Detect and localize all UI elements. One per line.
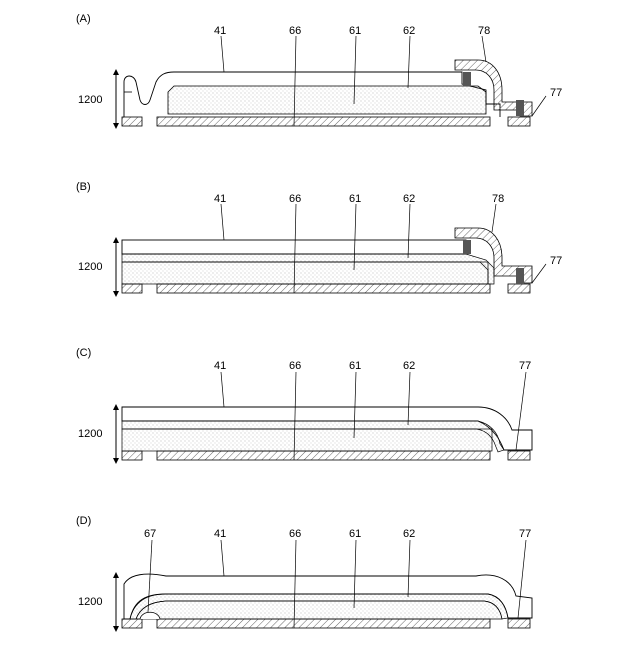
panel-label-d: (D) (76, 515, 91, 527)
ref-label: 61 (349, 25, 361, 37)
ref-label: 77 (519, 360, 531, 372)
ref-label: 66 (289, 193, 301, 205)
ref-label: 66 (289, 528, 301, 540)
ref-label: 78 (478, 25, 490, 37)
layer-61-a (168, 86, 486, 114)
ref-label: 41 (214, 360, 226, 372)
layer-61-d (136, 601, 502, 619)
height-label-d: 1200 (78, 596, 102, 608)
ref-label: 78 (492, 193, 504, 205)
ref-label: 77 (519, 528, 531, 540)
panel-label-c: (C) (76, 347, 91, 359)
ref-label: 61 (349, 360, 361, 372)
panel-b: (B) 1200 41 66 61 62 78 77 (76, 181, 562, 294)
panel-label-b: (B) (76, 181, 91, 193)
layer-61-c (122, 429, 492, 451)
panel-a: (A) 1200 41 66 61 62 78 77 (76, 13, 562, 126)
substrate-center-a (157, 117, 490, 126)
ref-label: 62 (403, 528, 415, 540)
substrate-left-a (122, 117, 142, 126)
panel-label-a: (A) (76, 13, 91, 25)
ref-label: 62 (403, 193, 415, 205)
panel-d: (D) 1200 67 41 66 61 62 77 (76, 515, 532, 629)
cover-41-b (122, 240, 466, 254)
ref-label: 61 (349, 528, 361, 540)
ref-label: 61 (349, 193, 361, 205)
ref-label: 41 (214, 193, 226, 205)
ref-label: 66 (289, 360, 301, 372)
height-label-a: 1200 (78, 94, 102, 106)
ref-label: 67 (144, 528, 156, 540)
height-label-b: 1200 (78, 261, 102, 273)
ref-label: 41 (214, 528, 226, 540)
seal-right-a (516, 100, 524, 116)
panel-c: (C) 1200 41 66 61 62 77 (76, 347, 532, 461)
ref-label: 62 (403, 25, 415, 37)
seal-left-a (463, 72, 471, 86)
ref-label: 77 (550, 255, 562, 267)
ref-label: 62 (403, 360, 415, 372)
height-label-c: 1200 (78, 428, 102, 440)
ref-label: 77 (550, 87, 562, 99)
layer-61-b (122, 262, 488, 284)
substrate-right-a (508, 117, 530, 126)
ref-label: 66 (289, 25, 301, 37)
ref-label: 41 (214, 25, 226, 37)
